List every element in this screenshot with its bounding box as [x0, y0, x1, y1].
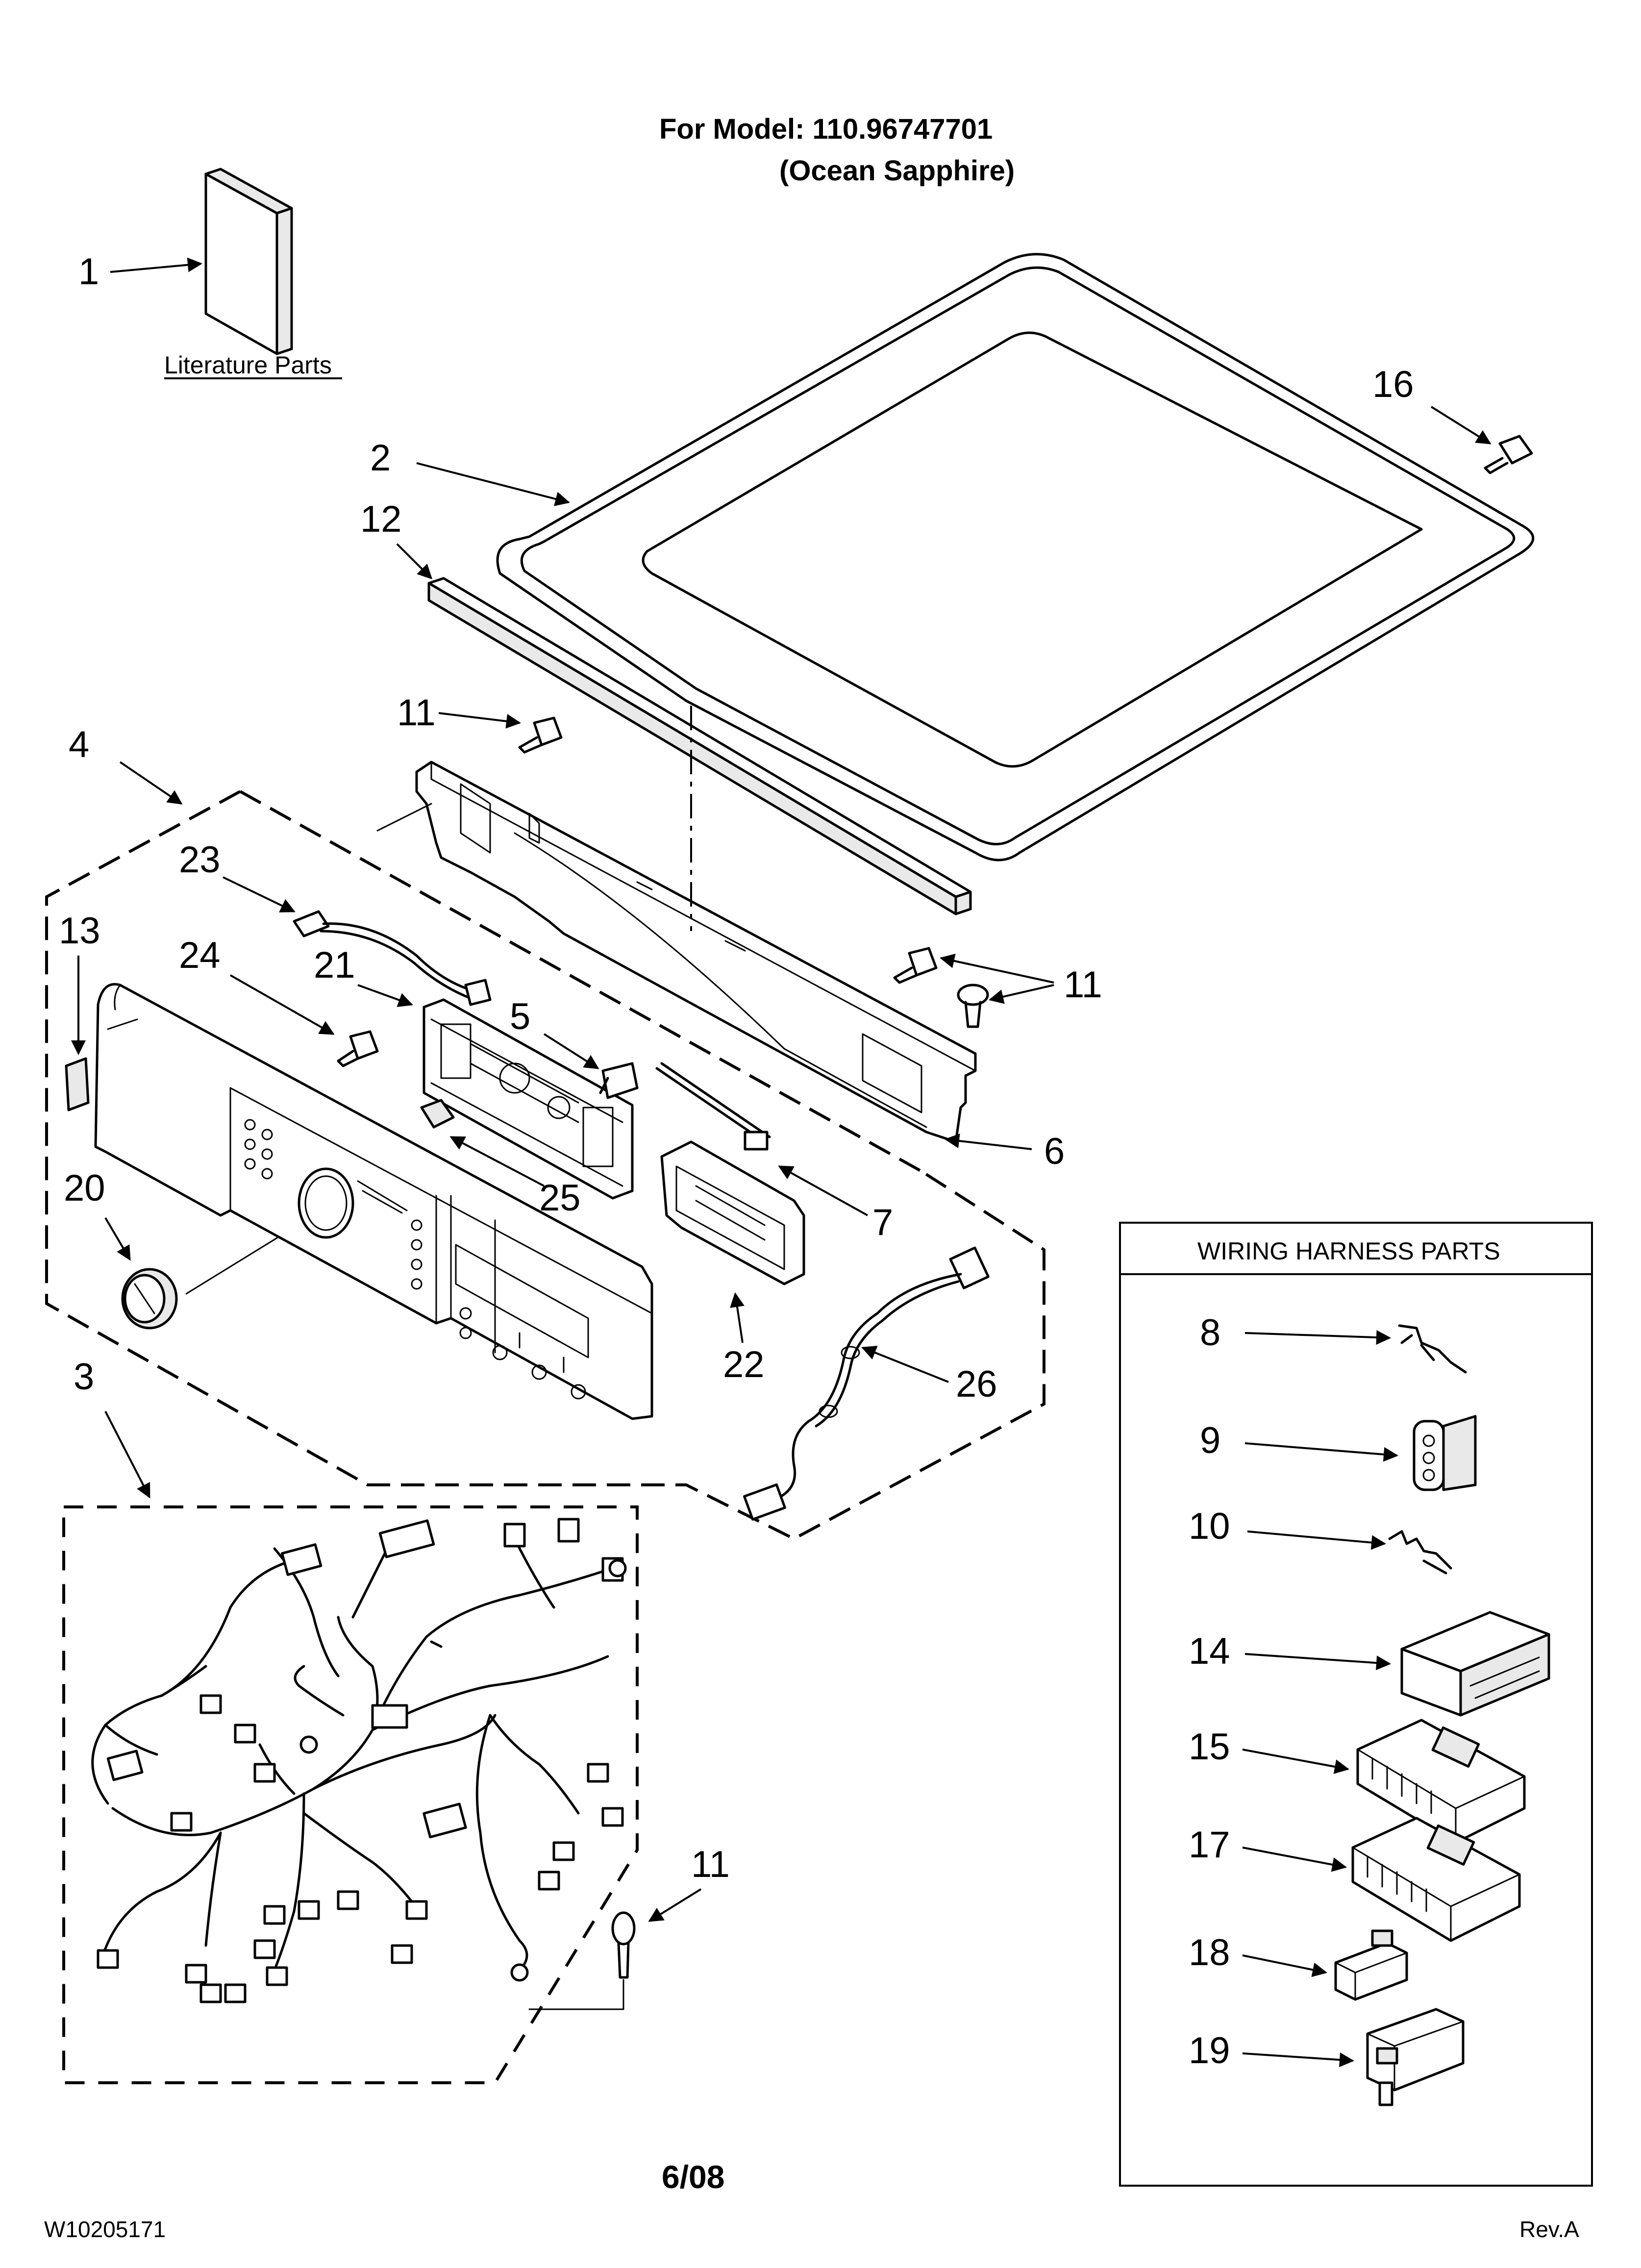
leader-9: [1244, 1442, 1398, 1462]
console-panel: [94, 983, 653, 1420]
screw-11-right-b: [957, 984, 989, 1028]
callout-1: 1: [78, 251, 99, 293]
footer-date: 6/08: [662, 2159, 724, 2195]
connector-17: [1351, 1817, 1521, 1942]
screw-24: [337, 1030, 379, 1067]
console-assembly-boundary-top: [239, 790, 922, 1173]
leader-8: [1244, 1330, 1391, 1345]
callout-22: 22: [723, 1344, 765, 1385]
wiring-item-10: 10: [1189, 1505, 1230, 1547]
callout-20: 20: [64, 1167, 105, 1209]
wiring-item-18: 18: [1189, 1932, 1230, 1973]
housing-22: [660, 1140, 805, 1285]
callout-11-top: 11: [397, 692, 436, 734]
leader-10: [1247, 1530, 1386, 1550]
leader-3: [104, 1411, 150, 1499]
wiring-item-17: 17: [1189, 1824, 1230, 1866]
connector-19: [1366, 2008, 1465, 2106]
leader-20: [104, 1217, 131, 1261]
leader-19: [1242, 2052, 1354, 2068]
connector-14: [1400, 1611, 1550, 1717]
leader-14: [1244, 1653, 1391, 1671]
literature-caption: Literature Parts: [164, 351, 332, 379]
callout-6: 6: [1044, 1131, 1065, 1172]
control-board-21: [423, 998, 634, 1200]
leader-15: [1242, 1749, 1349, 1774]
callout-3: 3: [74, 1356, 94, 1398]
leader-7: [778, 1165, 868, 1216]
screw-11-bottom: [611, 1911, 636, 1979]
leader-26: [861, 1346, 949, 1383]
leader-22: [730, 1292, 745, 1343]
callout-7: 7: [872, 1202, 893, 1243]
terminal-10: [1388, 1530, 1452, 1575]
harness-26: [743, 1246, 990, 1521]
wiring-item-8: 8: [1200, 1312, 1220, 1354]
callout-11-right: 11: [1064, 964, 1102, 1006]
part-7: [655, 1062, 771, 1151]
leader-24: [230, 974, 335, 1035]
connector-18: [1334, 1929, 1408, 2001]
callout-13: 13: [59, 910, 100, 952]
plug-9: [1413, 1415, 1477, 1491]
console-bracket: [376, 761, 977, 1143]
callout-24: 24: [179, 935, 221, 976]
connector-15: [1356, 1719, 1526, 1844]
leader-21: [357, 984, 413, 1007]
trim-strip: [427, 577, 972, 915]
callout-25: 25: [539, 1177, 581, 1219]
leader-6: [945, 1134, 1032, 1150]
literature-booklet: [204, 168, 293, 355]
leader-11-right-b: [989, 984, 1054, 1004]
callout-5: 5: [510, 996, 530, 1037]
wiring-box-title: WIRING HARNESS PARTS: [1197, 1237, 1500, 1265]
leader-11-bottom: [648, 1888, 702, 1922]
leader-11-top: [438, 712, 521, 729]
callout-4: 4: [69, 724, 89, 765]
knob-20: [121, 1268, 178, 1330]
footer-doc-number: W10205171: [44, 2217, 166, 2242]
leader-1: [110, 257, 202, 273]
wiring-item-15: 15: [1189, 1726, 1230, 1768]
callout-23: 23: [179, 839, 221, 881]
main-harness-boundary: [62, 1505, 639, 2084]
leader-5: [543, 1033, 599, 1069]
terminal-8: [1398, 1324, 1467, 1374]
part-25: [420, 1099, 455, 1129]
wiring-item-19: 19: [1189, 2030, 1230, 2071]
leader-25: [449, 1136, 545, 1187]
clip-5: [599, 1062, 639, 1099]
callout-26: 26: [956, 1363, 997, 1405]
callout-16: 16: [1372, 364, 1414, 405]
callout-21: 21: [314, 944, 355, 986]
model-title: For Model: 110.96747701: [659, 113, 993, 145]
console-assembly-boundary: [45, 790, 1045, 1541]
leader-4: [119, 761, 183, 805]
leader-23: [223, 876, 296, 912]
callout-12: 12: [360, 498, 402, 540]
screw-11-top: [518, 716, 563, 754]
screw-16: [1484, 435, 1533, 474]
leader-11-right-a: [940, 954, 1054, 984]
wiring-harness-box: [1119, 1222, 1593, 2187]
footer-revision: Rev.A: [1519, 2217, 1579, 2242]
model-variant: (Ocean Sapphire): [779, 155, 1015, 187]
callout-2: 2: [370, 437, 391, 479]
leader-17: [1242, 1847, 1347, 1872]
callout-11-bottom: 11: [691, 1844, 730, 1885]
leader-2: [416, 462, 570, 506]
leader-18: [1242, 1954, 1327, 1977]
leader-16: [1430, 406, 1492, 444]
leader-12: [396, 543, 433, 580]
top-panel: [496, 253, 1535, 862]
wiring-item-9: 9: [1200, 1420, 1220, 1461]
screw-11-right-a: [893, 947, 938, 984]
badge-13: [65, 1057, 90, 1111]
main-harness-3: [91, 1518, 627, 2003]
harness-23: [293, 910, 492, 1006]
wiring-item-14: 14: [1189, 1630, 1230, 1672]
